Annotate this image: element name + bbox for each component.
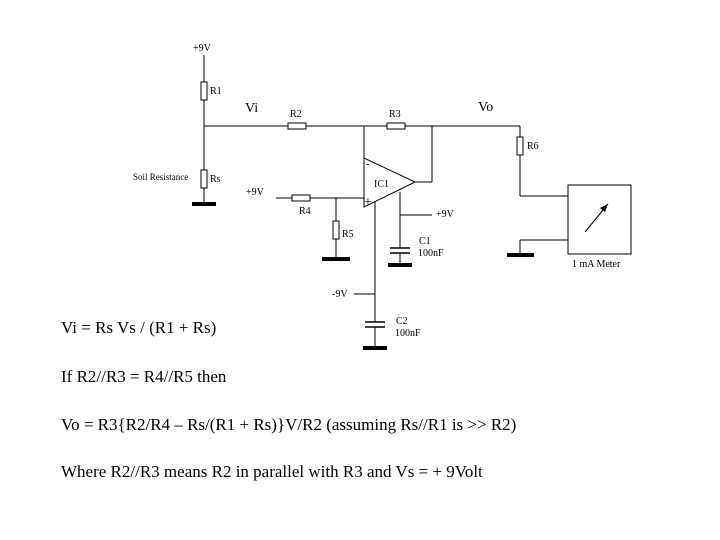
label-r6: R6 xyxy=(527,141,539,152)
label-meter: 1 mA Meter xyxy=(572,259,621,270)
label-plus9v-top: +9V xyxy=(193,43,212,54)
resistor-r1 xyxy=(200,81,208,101)
label-soil-resistance: Soil Resistance xyxy=(133,172,188,182)
resistor-r6 xyxy=(516,136,524,156)
label-rs: Rs xyxy=(210,174,221,185)
label-r3: R3 xyxy=(389,109,401,120)
resistor-rs xyxy=(200,169,208,189)
label-c1-value: 100nF xyxy=(418,248,444,259)
label-plus9v-right: +9V xyxy=(436,209,455,220)
label-c2: C2 xyxy=(396,316,408,327)
equation-vi: Vi = Rs Vs / (R1 + Rs) xyxy=(61,318,217,337)
meter-box xyxy=(567,184,632,255)
resistor-r4 xyxy=(291,194,311,202)
resistors xyxy=(200,81,524,240)
equation-vo: Vo = R3{R2/R4 – Rs/(R1 + Rs)}V/R2 (assum… xyxy=(61,415,517,434)
label-vo: Vo xyxy=(478,100,493,115)
ground-symbols xyxy=(192,202,534,350)
label-r2: R2 xyxy=(290,109,302,120)
label-c2-value: 100nF xyxy=(395,328,421,339)
equation-note: Where R2//R3 means R2 in parallel with R… xyxy=(61,462,483,481)
resistor-r2 xyxy=(287,122,307,130)
label-r5: R5 xyxy=(342,229,354,240)
label-minus-input: - xyxy=(366,159,369,170)
label-r1: R1 xyxy=(210,86,222,97)
label-plus-input: + xyxy=(364,195,372,210)
label-minus9v: -9V xyxy=(332,289,348,300)
label-r4: R4 xyxy=(299,206,311,217)
resistor-r5 xyxy=(332,220,340,240)
wires xyxy=(203,55,568,347)
label-ic1: IC1 xyxy=(374,179,389,190)
meter-needle-arrowhead xyxy=(600,204,608,212)
label-plus9v-left: +9V xyxy=(246,187,265,198)
capacitor-c1 xyxy=(390,247,410,254)
label-c1: C1 xyxy=(419,236,431,247)
resistor-r3 xyxy=(386,122,406,130)
opamp-ic1 xyxy=(363,157,417,208)
label-vi: Vi xyxy=(245,101,258,116)
capacitor-c2 xyxy=(365,321,385,328)
equation-condition: If R2//R3 = R4//R5 then xyxy=(61,367,227,386)
